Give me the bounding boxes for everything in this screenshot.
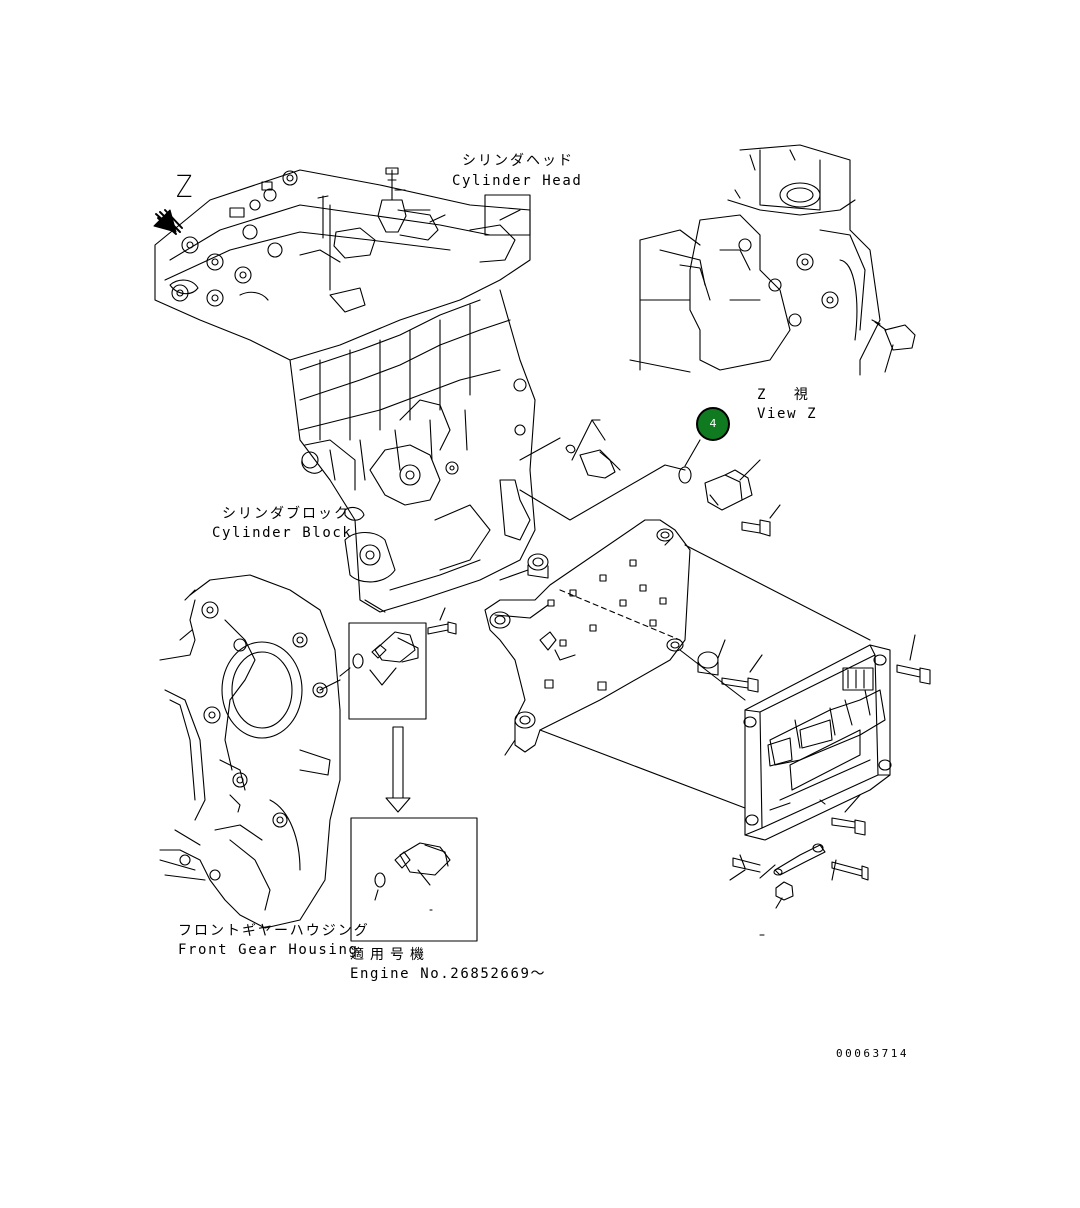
ecm-bracket-assembly (484, 419, 871, 809)
view-z-assembly (629, 144, 916, 376)
cylinder-block-label-en: Cylinder Block (212, 525, 353, 541)
cylinder-head-label-en: Cylinder Head (452, 173, 583, 189)
front-gear-housing (159, 574, 341, 929)
part-callout-4[interactable]: 4 (696, 407, 730, 441)
engine-number-label: Engine No.26852669～ (350, 966, 547, 982)
applicable-label-jp: 適用号機 (350, 947, 430, 963)
view-z-label-jp: Z 視 (757, 387, 818, 403)
front-gear-housing-label-jp: フロントギヤーハウジング (178, 923, 370, 939)
view-z-label-en: View Z (757, 406, 818, 422)
cylinder-head-label-jp: シリンダヘッド (462, 153, 574, 169)
ecm-controller (729, 634, 931, 936)
drawing-number: 00063714 (836, 1047, 909, 1060)
cylinder-head-assembly (153, 167, 536, 613)
front-gear-housing-label-en: Front Gear Housing (178, 942, 359, 958)
cylinder-block-label-jp: シリンダブロック (222, 506, 350, 522)
view-z-marker: Z (176, 170, 193, 205)
sensor-detail-box-upper (339, 607, 457, 813)
sensor-detail-box-lower (350, 817, 478, 942)
